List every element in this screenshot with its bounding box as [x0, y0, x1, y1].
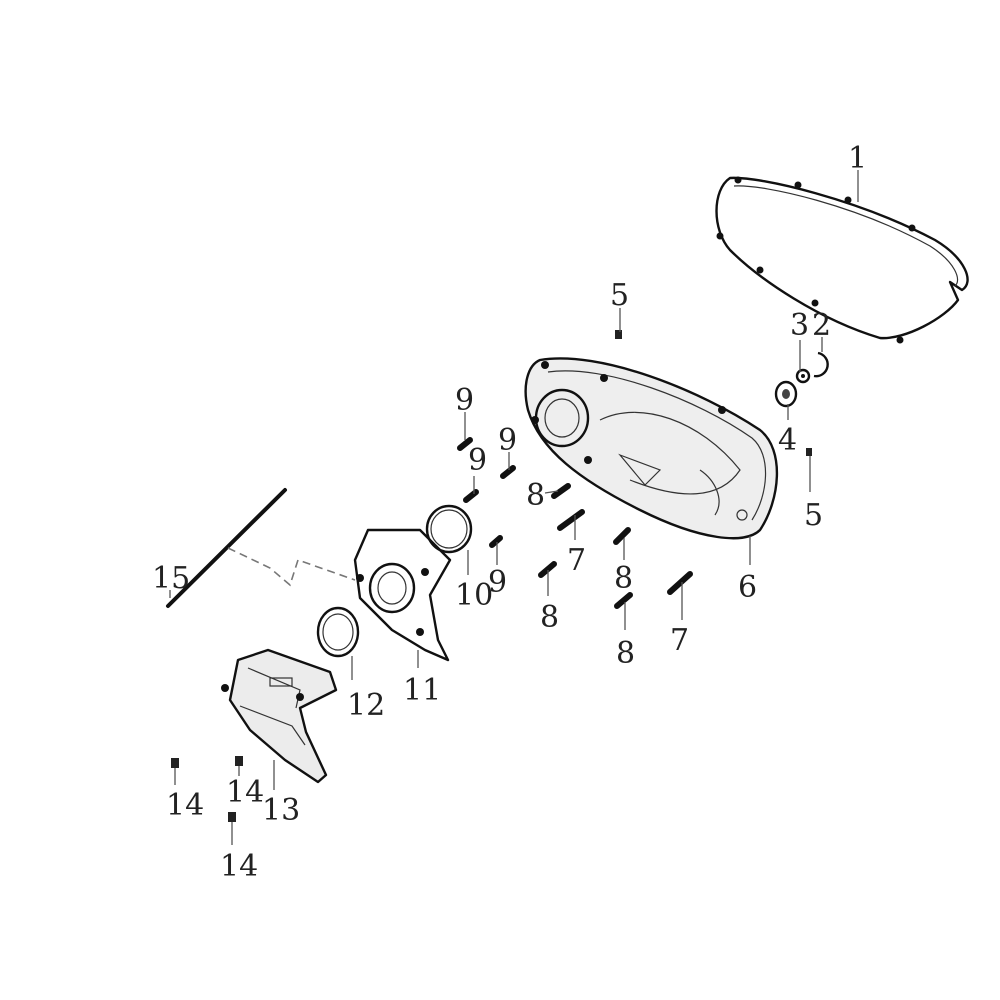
- callout-4: 4: [778, 423, 797, 458]
- callout-1: 1: [848, 141, 867, 176]
- bolt-part-8-d: [614, 592, 633, 609]
- callout-9-d: 9: [488, 565, 507, 600]
- callout-13: 13: [262, 793, 300, 828]
- callout-3: 3: [790, 308, 809, 343]
- callout-8-d: 8: [616, 636, 635, 671]
- bolt-part-14-c: [228, 812, 236, 822]
- leader-lines: [169, 170, 859, 845]
- callout-6: 6: [738, 570, 757, 605]
- callout-9-c: 9: [468, 443, 487, 478]
- callout-10: 10: [455, 578, 493, 613]
- callout-5-right: 5: [804, 498, 823, 533]
- cover-part-13: [221, 648, 338, 784]
- bolt-part-9-b: [500, 465, 516, 479]
- callout-12: 12: [347, 688, 385, 723]
- washer-part-3: [795, 368, 811, 384]
- o-ring-part-10: [425, 504, 473, 554]
- gasket-part-1: [715, 176, 969, 344]
- cover-part-6: [524, 357, 779, 540]
- callout-14-c: 14: [220, 849, 258, 884]
- bearing-part-4: [774, 380, 798, 408]
- bolt-part-8-c: [538, 561, 557, 578]
- callout-7-right: 7: [670, 623, 689, 658]
- bolt-part-14-a: [171, 758, 179, 768]
- callout-5-top: 5: [610, 278, 629, 313]
- rod-part-15: [166, 488, 287, 608]
- callout-2: 2: [812, 308, 831, 343]
- callout-9-b: 9: [498, 423, 517, 458]
- callout-7-left: 7: [567, 543, 586, 578]
- bolt-part-5-top: [615, 330, 622, 339]
- bolt-part-14-b: [235, 756, 243, 766]
- callout-9-a: 9: [455, 383, 474, 418]
- bolt-part-7-right: [667, 571, 693, 595]
- callout-14-a: 14: [166, 788, 204, 823]
- callout-14-b: 14: [226, 775, 264, 810]
- callout-8-a: 8: [526, 478, 545, 513]
- bolt-part-9-d: [489, 535, 503, 548]
- circlip-part-2: [813, 351, 829, 378]
- seal-ring-part-12: [316, 606, 360, 658]
- assembly-dashed-line: [227, 547, 356, 587]
- bolt-part-8-b: [613, 527, 631, 545]
- bolt-part-5-right: [806, 448, 812, 456]
- callout-labels: 1 2 3 4 5 5 6 7 7 8 8 8 8 9 9 9 9 10 11 …: [152, 141, 867, 884]
- plate-part-11: [353, 528, 452, 662]
- callout-11: 11: [403, 673, 441, 708]
- callout-8-b: 8: [614, 561, 633, 596]
- bolt-part-7-left: [557, 509, 585, 531]
- callout-15: 15: [152, 561, 190, 596]
- callout-8-c: 8: [540, 600, 559, 635]
- bolt-part-8-a: [551, 483, 571, 499]
- bolt-part-9-a: [457, 437, 473, 451]
